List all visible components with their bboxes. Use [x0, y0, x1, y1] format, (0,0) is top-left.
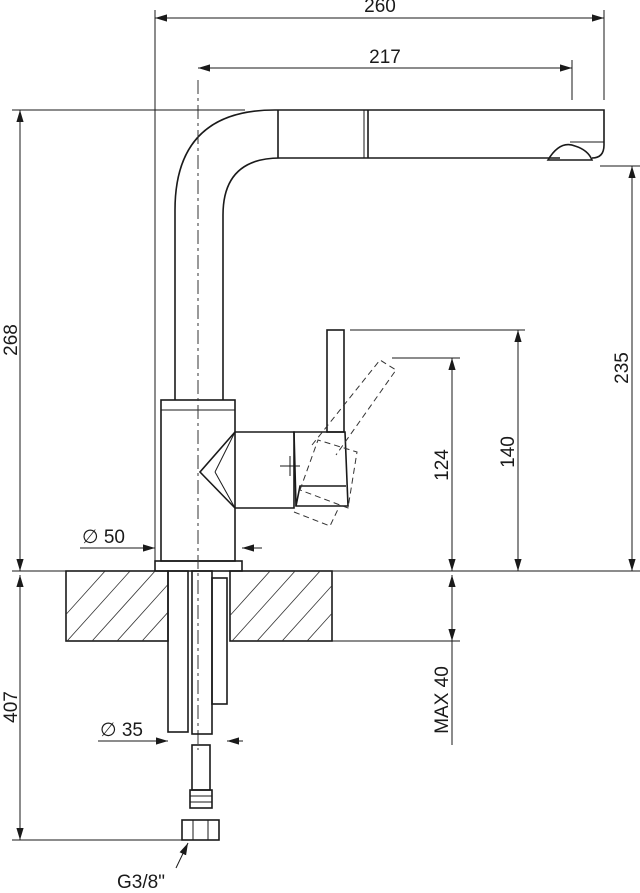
dim-shank-diameter: ∅ 35 [98, 720, 243, 745]
dim-connection-thread: G3/8" [117, 842, 189, 893]
dim-spout-outlet-height: 235 [332, 165, 640, 572]
label-lever-tilt-height: 124 [432, 449, 453, 481]
faucet-spout [174, 109, 605, 400]
label-connection-thread: G3/8" [117, 872, 165, 893]
dim-base-diameter: ∅ 50 [80, 527, 262, 552]
label-lever-height: 140 [498, 436, 519, 468]
label-total-height: 268 [1, 324, 22, 356]
label-shank-diameter: ∅ 35 [100, 720, 143, 741]
dim-total-height: 268 [1, 109, 245, 572]
dim-spout-reach: 217 [198, 47, 573, 100]
shank [167, 570, 228, 735]
countertop [65, 570, 333, 642]
faucet-lever [293, 329, 397, 527]
label-below-counter: 407 [1, 691, 22, 723]
supply-hose [181, 744, 220, 841]
dim-total-reach: 260 [154, 0, 605, 561]
label-total-reach: 260 [364, 0, 396, 17]
label-max-worktop: MAX 40 [432, 666, 453, 734]
dim-lever-tilt-height: 124 [392, 357, 460, 571]
label-spout-reach: 217 [369, 47, 401, 68]
label-base-diameter: ∅ 50 [82, 527, 125, 548]
dim-max-worktop: MAX 40 [332, 575, 460, 745]
faucet-body [154, 399, 300, 572]
dim-below-counter: 407 [1, 575, 182, 841]
label-spout-outlet-height: 235 [612, 352, 633, 384]
dim-lever-height: 140 [350, 329, 525, 571]
